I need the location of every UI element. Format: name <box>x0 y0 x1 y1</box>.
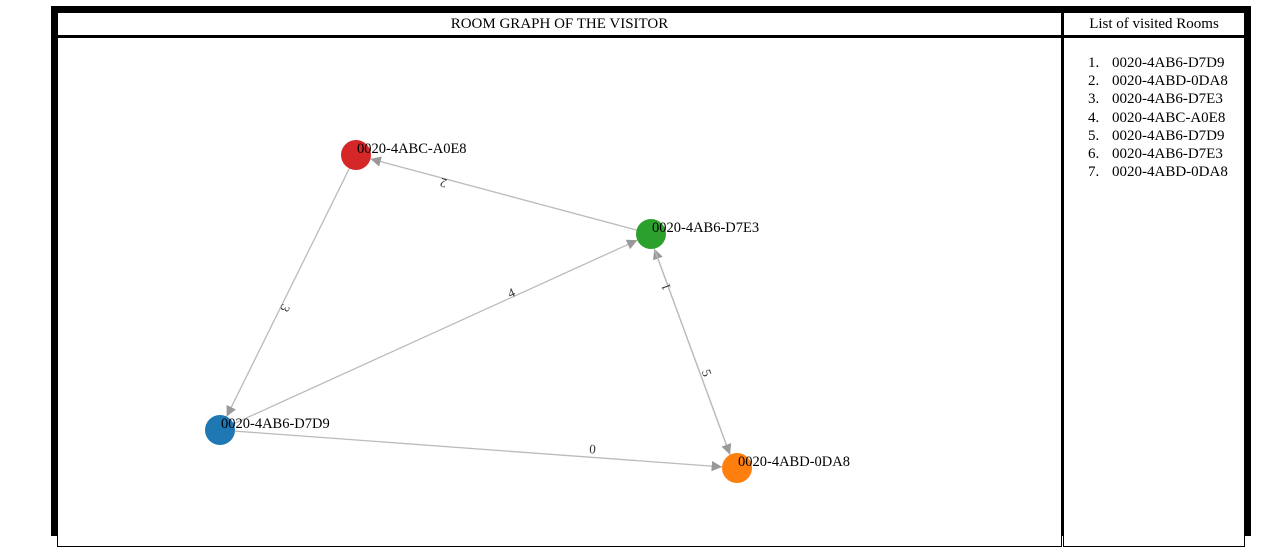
visited-room-item: 2.0020-4ABD-0DA8 <box>1088 72 1228 90</box>
room-graph-table: ROOM GRAPH OF THE VISITOR List of visite… <box>51 6 1251 536</box>
visited-room-item: 4.0020-4ABC-A0E8 <box>1088 109 1228 127</box>
graph-header-cell: ROOM GRAPH OF THE VISITOR <box>57 12 1062 36</box>
graph-node[interactable]: 0020-4AB6-D7D9 <box>205 415 330 445</box>
graph-edge-label: 4 <box>505 284 518 301</box>
graph-node-label: 0020-4AB6-D7E3 <box>652 220 759 236</box>
graph-edge <box>370 159 636 230</box>
visited-room-item: 1.0020-4AB6-D7D9 <box>1088 54 1228 72</box>
graph-node[interactable]: 0020-4AB6-D7E3 <box>636 219 759 249</box>
graph-title: ROOM GRAPH OF THE VISITOR <box>58 13 1061 35</box>
graph-edge-label: 5 <box>699 367 715 378</box>
list-header-cell: List of visited Rooms <box>1063 12 1245 36</box>
visited-room-item: 3.0020-4AB6-D7E3 <box>1088 90 1228 108</box>
visited-room-item: 6.0020-4AB6-D7E3 <box>1088 145 1228 163</box>
visited-room-item: 7.0020-4ABD-0DA8 <box>1088 163 1228 181</box>
visited-room-number: 7. <box>1088 163 1112 181</box>
graph-node[interactable]: 0020-4ABD-0DA8 <box>722 453 850 483</box>
graph-edge <box>235 431 722 467</box>
visited-room-number: 3. <box>1088 90 1112 108</box>
visited-room-number: 1. <box>1088 54 1112 72</box>
visited-room-id: 0020-4AB6-D7E3 <box>1112 146 1223 162</box>
room-graph: 012345 0020-4ABC-A0E80020-4AB6-D7E30020-… <box>58 38 1061 546</box>
visited-room-id: 0020-4AB6-D7D9 <box>1112 128 1225 144</box>
graph-edge-label: 0 <box>589 441 597 456</box>
visited-room-number: 4. <box>1088 109 1112 127</box>
visited-rooms-panel: 1.0020-4AB6-D7D92.0020-4ABD-0DA83.0020-4… <box>1063 37 1245 547</box>
graph-node-label: 0020-4ABD-0DA8 <box>738 454 850 470</box>
visited-room-number: 2. <box>1088 72 1112 90</box>
graph-node-label: 0020-4AB6-D7D9 <box>221 416 330 432</box>
graph-edge-label: 3 <box>277 302 293 314</box>
list-title: List of visited Rooms <box>1064 13 1244 35</box>
graph-edge <box>234 240 638 424</box>
graph-node-label: 0020-4ABC-A0E8 <box>357 141 467 157</box>
graph-node[interactable]: 0020-4ABC-A0E8 <box>341 140 467 170</box>
visited-room-number: 6. <box>1088 145 1112 163</box>
graph-edge-label: 1 <box>658 281 674 292</box>
visited-room-id: 0020-4AB6-D7D9 <box>1112 55 1225 71</box>
visited-room-id: 0020-4AB6-D7E3 <box>1112 91 1223 107</box>
visited-rooms-list: 1.0020-4AB6-D7D92.0020-4ABD-0DA83.0020-4… <box>1088 54 1228 181</box>
graph-edge <box>654 249 730 455</box>
visited-room-number: 5. <box>1088 127 1112 145</box>
visited-room-id: 0020-4ABC-A0E8 <box>1112 110 1225 126</box>
graph-panel: 012345 0020-4ABC-A0E80020-4AB6-D7E30020-… <box>57 37 1062 547</box>
visited-room-item: 5.0020-4AB6-D7D9 <box>1088 127 1228 145</box>
visited-room-id: 0020-4ABD-0DA8 <box>1112 164 1228 180</box>
visited-room-id: 0020-4ABD-0DA8 <box>1112 73 1228 89</box>
